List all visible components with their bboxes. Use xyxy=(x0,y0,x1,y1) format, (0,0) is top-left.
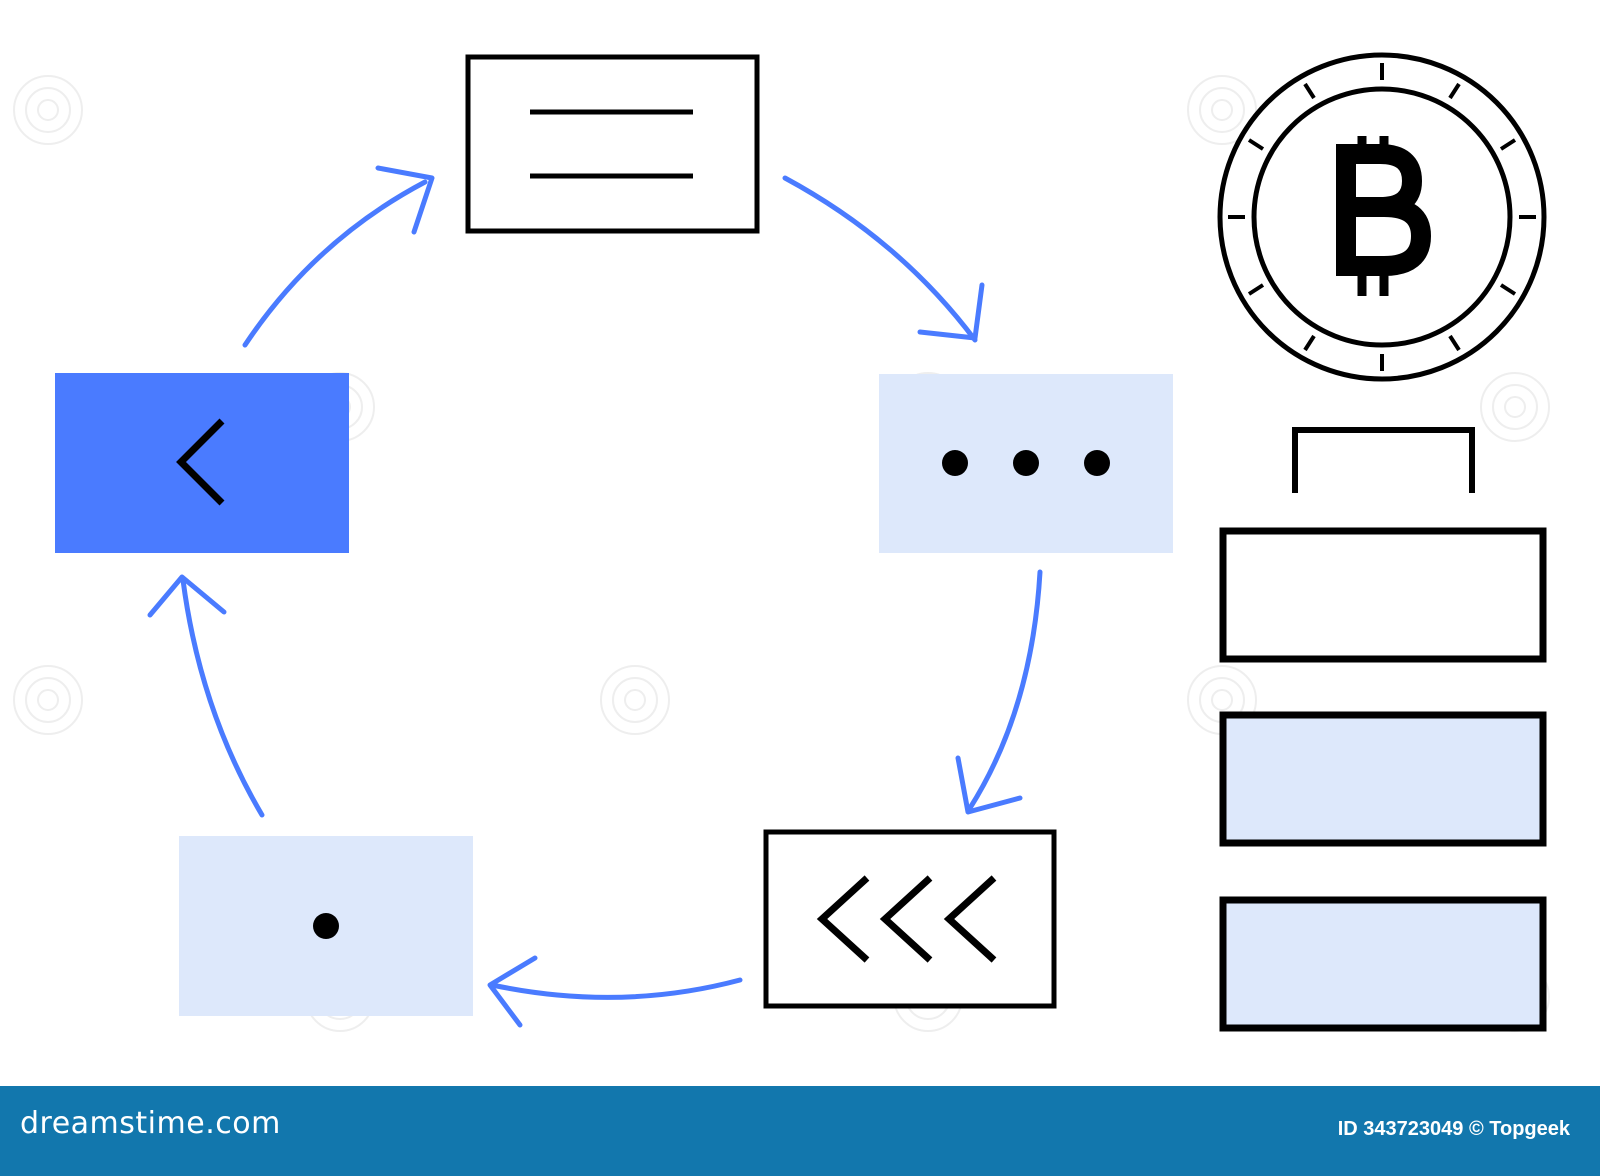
cycle-node-left xyxy=(55,373,349,553)
battery-segment-3 xyxy=(1219,896,1547,1032)
cycle-node-bottom-right xyxy=(763,829,1057,1009)
illustration-canvas xyxy=(13,52,1550,1032)
battery-terminal xyxy=(1292,427,1475,493)
ellipsis-icon xyxy=(942,450,1110,476)
cycle-arrow-left-to-top xyxy=(242,165,435,348)
footer-credit: ID 343723049 © Topgeek xyxy=(1337,1118,1570,1140)
chevron-left-icon xyxy=(176,418,225,506)
battery-segment-1 xyxy=(1219,527,1547,663)
cycle-arrow-top-to-right xyxy=(782,175,985,343)
footer-logo[interactable]: dreamstime.com xyxy=(20,1106,281,1141)
dot-icon xyxy=(313,913,339,939)
coin-ticks xyxy=(1228,63,1536,371)
cycle-arrow-bottom-right-to-bottom-left xyxy=(487,955,743,1028)
bitcoin-symbol-icon xyxy=(1336,136,1431,296)
cycle-node-top xyxy=(465,54,760,234)
battery xyxy=(1219,427,1547,1032)
cycle-arrow-bottom-left-to-left xyxy=(147,574,265,818)
cycle-arrow-right-to-bottom-right xyxy=(955,569,1043,815)
triple-chevron-left-icon xyxy=(816,875,997,963)
battery-segment-2 xyxy=(1219,711,1547,847)
cycle-node-bottom-left xyxy=(179,836,473,1016)
menu-lines-icon xyxy=(530,109,693,179)
bitcoin-coin xyxy=(1217,52,1547,382)
cycle-node-right xyxy=(879,374,1173,553)
footer-bar: dreamstime.com ID 343723049 © Topgeek xyxy=(0,1086,1600,1176)
